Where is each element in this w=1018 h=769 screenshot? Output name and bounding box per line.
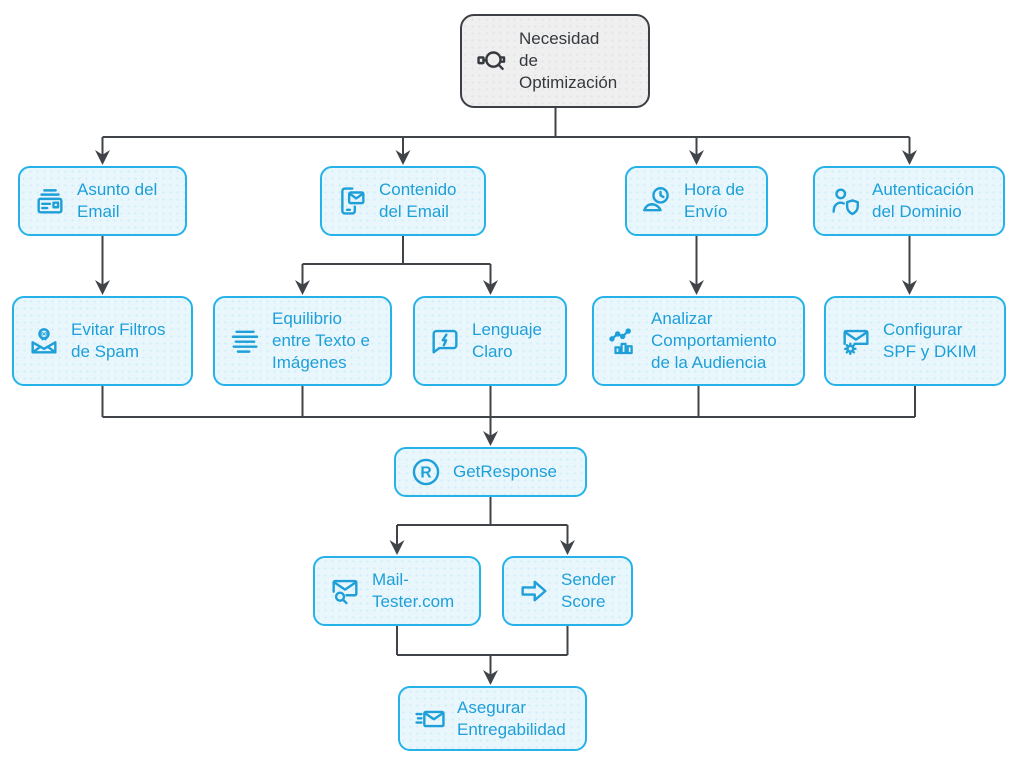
node-lenguaje-claro: Lenguaje Claro xyxy=(413,296,567,386)
text-lines-icon xyxy=(228,324,262,358)
node-analizar-comportamiento-audiencia: Analizar Comportamiento de la Audiencia xyxy=(592,296,805,386)
node-label: GetResponse xyxy=(453,462,557,481)
mail-sent-icon xyxy=(413,702,447,736)
node-label: Analizar Comportamiento de la Audiencia xyxy=(651,309,777,372)
node-asegurar-entregabilidad: Asegurar Entregabilidad xyxy=(398,686,587,751)
analytics-chart-icon xyxy=(607,324,641,358)
node-label: Equilibrio entre Texto e Imágenes xyxy=(272,309,370,372)
node-label: Configurar SPF y DKIM xyxy=(883,320,977,361)
node-label: Evitar Filtros de Spam xyxy=(71,320,166,361)
connector-contenido-split xyxy=(302,236,491,265)
arrow-right-icon xyxy=(517,574,551,608)
node-label: Lenguaje Claro xyxy=(472,320,542,361)
node-label: Hora de Envío xyxy=(684,180,745,221)
node-mail-tester: Mail- Tester.com xyxy=(313,556,481,626)
getresponse-logo-icon: R xyxy=(409,455,443,489)
mail-gear-icon xyxy=(839,324,873,358)
node-label: Mail- Tester.com xyxy=(372,570,455,611)
spam-skull-mail-icon xyxy=(27,324,61,358)
stacked-mail-icon xyxy=(33,184,67,218)
phone-mail-icon xyxy=(335,184,369,218)
node-label: Sender Score xyxy=(561,570,616,611)
node-necesidad-de-optimizacion: Necesidad de Optimización xyxy=(460,14,650,108)
optimization-search-icon xyxy=(475,44,509,78)
node-label: Asegurar Entregabilidad xyxy=(457,697,566,739)
node-configurar-spf-dkim: Configurar SPF y DKIM xyxy=(824,296,1006,386)
node-asunto-del-email: Asunto del Email xyxy=(18,166,187,236)
node-hora-de-envio: Hora de Envío xyxy=(625,166,768,236)
user-shield-icon xyxy=(828,184,862,218)
clock-send-icon xyxy=(640,184,674,218)
node-getresponse: R GetResponse xyxy=(394,447,587,497)
speech-bubble-bolt-icon xyxy=(428,324,462,358)
node-contenido-del-email: Contenido del Email xyxy=(320,166,486,236)
node-label: Asunto del Email xyxy=(77,180,158,221)
node-label: Autenticación del Dominio xyxy=(872,180,975,221)
node-sender-score: Sender Score xyxy=(502,556,633,626)
connector-bus-2-stubs xyxy=(101,386,916,417)
node-equilibrio-texto-imagenes: Equilibrio entre Texto e Imágenes xyxy=(213,296,392,386)
mail-search-icon xyxy=(328,574,362,608)
node-label: Contenido del Email xyxy=(379,180,457,221)
node-autenticacion-del-dominio: Autenticación del Dominio xyxy=(813,166,1005,236)
connector-bus-3 xyxy=(396,626,569,656)
node-label: Necesidad de Optimización xyxy=(519,29,618,92)
connector-getresponse-split xyxy=(397,497,568,526)
svg-text:R: R xyxy=(420,465,431,482)
node-evitar-filtros-de-spam: Evitar Filtros de Spam xyxy=(12,296,193,386)
